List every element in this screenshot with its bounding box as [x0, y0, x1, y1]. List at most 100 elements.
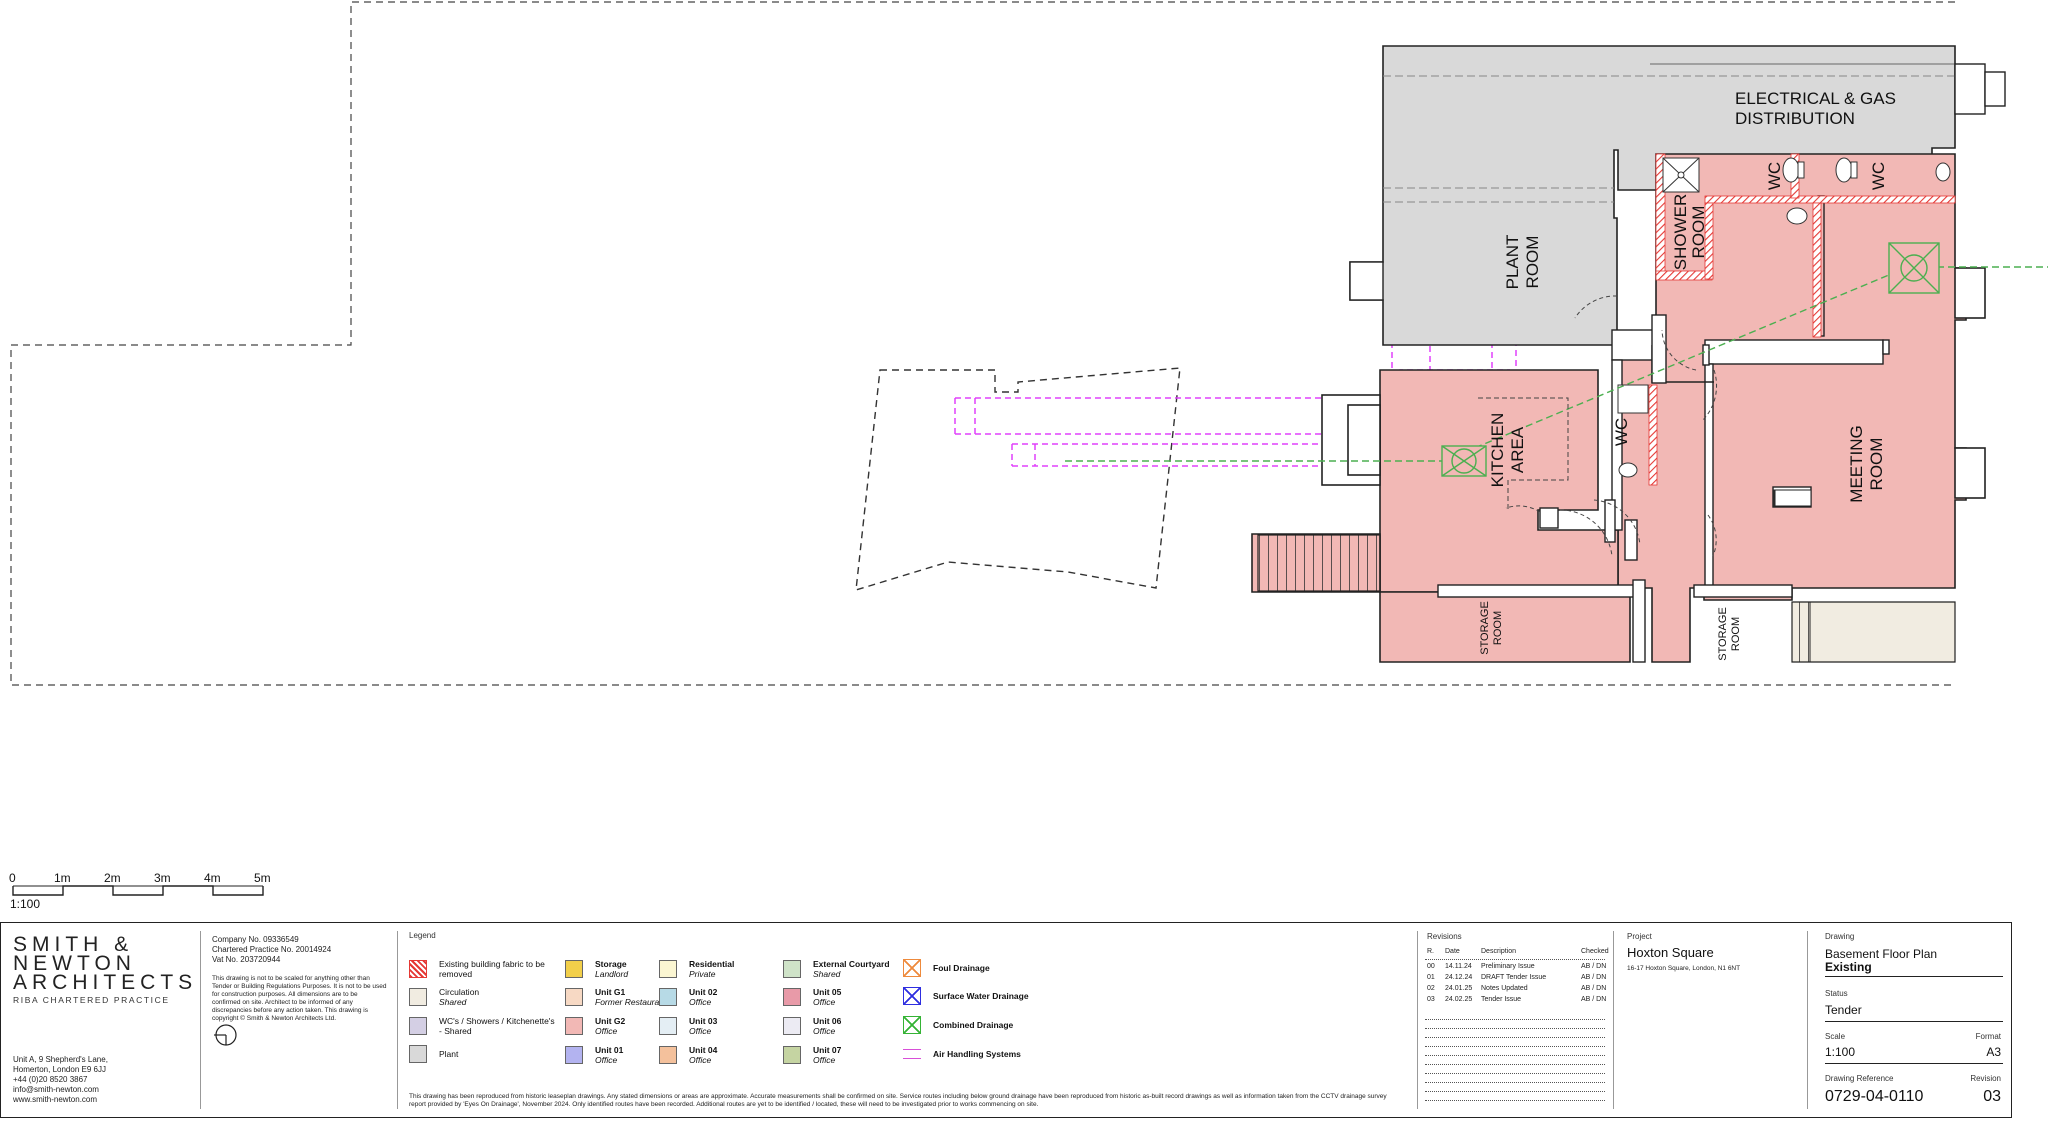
- project-address: 16-17 Hoxton Square, London, N1 6NT: [1627, 965, 1741, 972]
- drawing-title: Basement Floor Plan: [1825, 947, 1938, 961]
- label-plant-room: PLANTROOM: [1503, 235, 1542, 290]
- revision-label: Revision: [1970, 1074, 2001, 1083]
- legend-item-sub: Office: [689, 997, 712, 1007]
- legend-item: Plant: [409, 1045, 458, 1063]
- scale-bar: 0 1m 2m 3m 4m 5m 1:100: [9, 871, 271, 911]
- rev-number: 00: [1427, 963, 1435, 970]
- status-value: Tender: [1825, 1003, 1862, 1017]
- legend-text: Air Handling Systems: [933, 1049, 1021, 1059]
- legend-item-name: Unit 02: [689, 987, 718, 997]
- legend-item-name: Existing building fabric to be removed: [439, 959, 545, 979]
- rev-date: 24.02.25: [1445, 996, 1473, 1003]
- legend-swatch: [565, 960, 583, 978]
- legend-item: Air Handling Systems: [903, 1045, 1021, 1063]
- website-link[interactable]: www.smith-newton.com: [13, 1095, 98, 1104]
- legend-item-sub: Office: [813, 1055, 836, 1065]
- legend-item-name: Foul Drainage: [933, 963, 990, 973]
- site-boundary: [10, 1, 1955, 686]
- rev-col-checked: Checked: [1581, 948, 1609, 955]
- rev-checked: AB / DN: [1581, 996, 1607, 1003]
- legend-item-sub: Office: [689, 1026, 712, 1036]
- label-distribution: DISTRIBUTION: [1735, 109, 1855, 128]
- north-arrow-icon: [214, 1024, 237, 1046]
- legend-item: Surface Water Drainage: [903, 987, 1029, 1005]
- legend-swatch: [659, 960, 677, 978]
- legend-item-name: WC's / Showers / Kitchenette's - Shared: [439, 1016, 555, 1036]
- legend-swatch: [409, 988, 427, 1006]
- legend-item-name: Surface Water Drainage: [933, 991, 1029, 1001]
- legend-text: Plant: [439, 1049, 458, 1059]
- legend-item-name: Combined Drainage: [933, 1020, 1014, 1030]
- room-labels: ELECTRICAL & GAS DISTRIBUTION PLANTROOM …: [1479, 89, 1896, 661]
- label-meeting-room: MEETINGROOM: [1847, 425, 1886, 502]
- rev-date: 14.11.24: [1445, 963, 1472, 970]
- title-block: SMITH & NEWTON ARCHITECTS RIBA CHARTERED…: [0, 922, 2012, 1118]
- svg-text:4m: 4m: [204, 871, 221, 885]
- rev-checked: AB / DN: [1581, 974, 1607, 981]
- project-label: Project: [1627, 932, 1652, 941]
- legend-item-name: Unit 01: [595, 1045, 624, 1055]
- legend-swatch: [565, 1046, 583, 1064]
- legend-item-name: Unit 06: [813, 1016, 842, 1026]
- label-wc-3: WC: [1612, 418, 1631, 446]
- legend-title: Legend: [409, 931, 436, 940]
- divider: [397, 931, 398, 1109]
- email-link[interactable]: info@smith-newton.com: [13, 1085, 99, 1094]
- combined-drainage: [1065, 242, 2048, 477]
- legend-text: Surface Water Drainage: [933, 991, 1029, 1001]
- legend-column: Legend Existing building fabric to be re…: [409, 923, 1414, 1117]
- legend-item-name: Storage: [595, 959, 627, 969]
- revision-blank-row: [1425, 1091, 1605, 1092]
- svg-text:2m: 2m: [104, 871, 121, 885]
- logo-line-3: ARCHITECTS: [13, 971, 198, 994]
- scale-value: 1:100: [1825, 1045, 1856, 1059]
- legend-swatch: [409, 1017, 427, 1035]
- drawing-ref-label: Drawing Reference: [1825, 1074, 1894, 1083]
- svg-text:5m: 5m: [254, 871, 271, 885]
- project-name: Hoxton Square: [1627, 945, 1714, 960]
- legend-swatch: [659, 988, 677, 1006]
- divider: [1613, 931, 1614, 1109]
- legend-item-name: Air Handling Systems: [933, 1049, 1021, 1059]
- legend-text: Combined Drainage: [933, 1020, 1013, 1030]
- scale-label: Scale: [1825, 1032, 1846, 1041]
- logo-line-2: NEWTON: [13, 952, 136, 975]
- legend-swatch: [565, 1017, 583, 1035]
- format-label: Format: [1975, 1032, 2001, 1041]
- legend-swatch: [903, 1016, 921, 1034]
- status-label: Status: [1825, 989, 1848, 998]
- format-value: A3: [1986, 1045, 2001, 1059]
- revision-blank-row: [1425, 1019, 1605, 1020]
- kitchen-counter: [1478, 397, 1569, 510]
- legend-item-name: Unit 07: [813, 1045, 842, 1055]
- legend-item-sub: Shared: [439, 997, 467, 1007]
- rev-description: DRAFT Tender Issue: [1481, 974, 1547, 981]
- rev-date: 24.12.24: [1445, 974, 1473, 981]
- legend-item-sub: Former Restaurant: [595, 997, 667, 1007]
- rev-checked: AB / DN: [1581, 985, 1607, 992]
- meeting-table: [1774, 489, 1812, 507]
- revision-blank-row: [1425, 1082, 1605, 1083]
- label-wc-1: WC: [1765, 162, 1784, 190]
- divider: [1807, 931, 1808, 1109]
